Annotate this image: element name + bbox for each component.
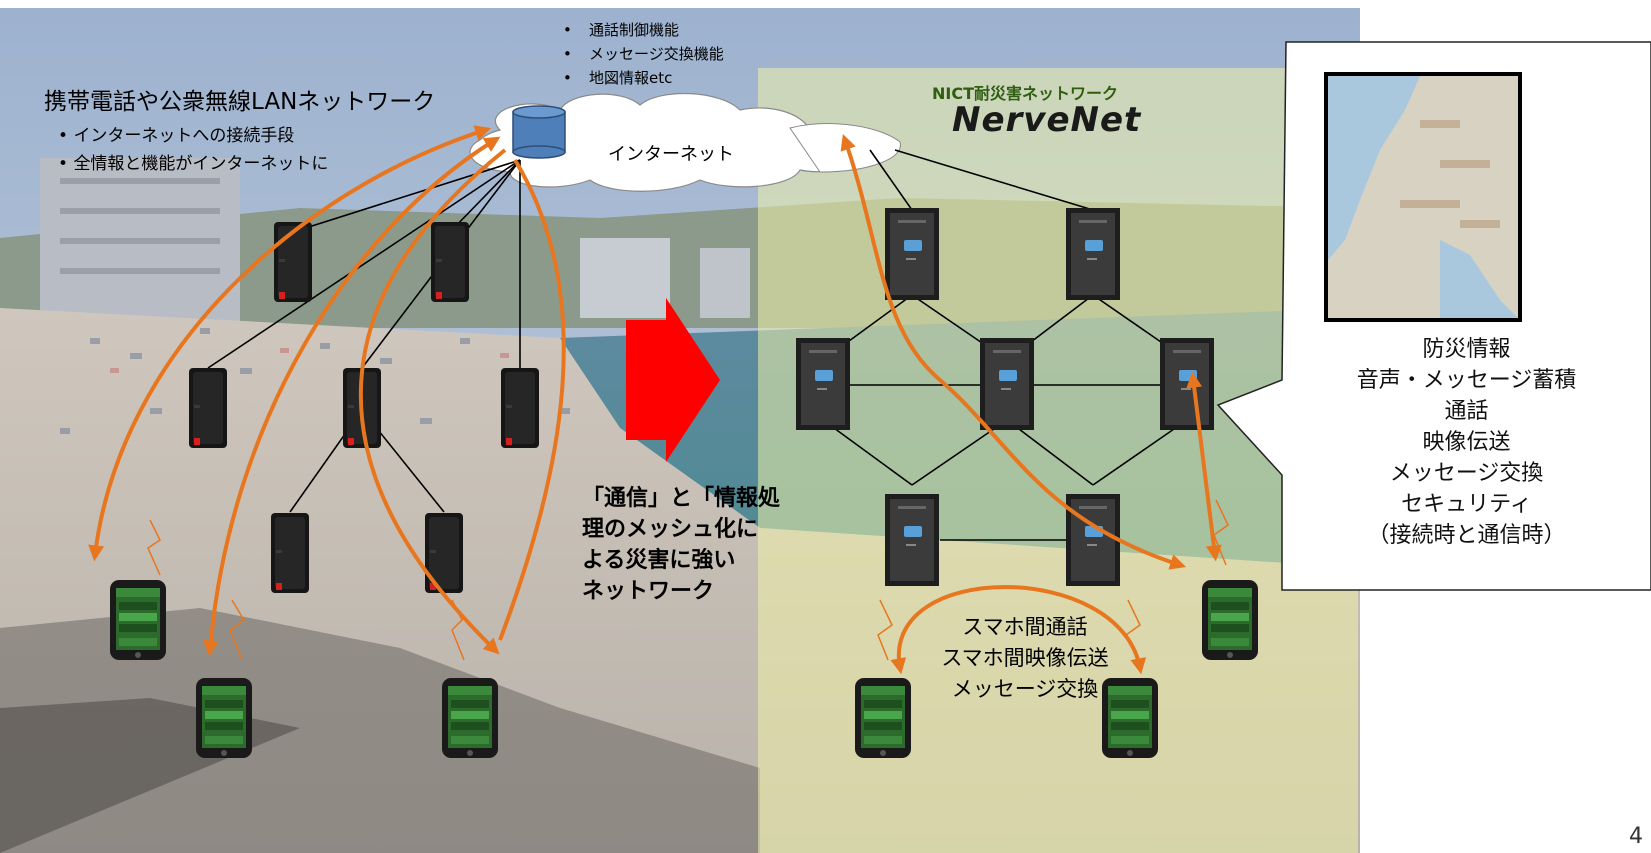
router-icon: [431, 222, 469, 302]
cloud-label: インターネット: [608, 144, 734, 165]
top-bullet-item: •通話制御機能: [563, 21, 680, 39]
smartphone-icon: [442, 678, 498, 758]
router-icon: [501, 368, 539, 448]
callout-item: 防災情報: [1422, 337, 1511, 362]
left-network-title: 携帯電話や公衆無線LANネットワーク: [44, 89, 436, 115]
callout-list: 防災情報 音声・メッセージ蓄積 通話 映像伝送 メッセージ交換 セキュリティ （…: [1282, 334, 1651, 551]
nervenet-node-icon: [980, 338, 1034, 430]
left-network-bullets: • インターネットへの接続手段 • 全情報と機能がインターネットに: [58, 122, 328, 178]
router-icon: [189, 368, 227, 448]
top-bullet-item: •地図情報etc: [563, 69, 673, 87]
callout-item: （接続時と通信時）: [1367, 523, 1566, 548]
transition-arrow-icon: [626, 298, 720, 462]
center-caption-line: ネットワーク: [582, 579, 715, 604]
smartphone-icon: [110, 580, 166, 660]
smartphone-function-item: スマホ間映像伝送: [941, 646, 1109, 670]
smartphone-function-item: スマホ間通話: [962, 615, 1088, 639]
nervenet-logo: NerveNet: [952, 100, 1142, 140]
callout-item: セキュリティ: [1401, 492, 1532, 517]
center-caption: 「通信」と「情報処 理のメッシュ化に よる災害に強い ネットワーク: [582, 483, 780, 607]
nervenet-node-icon: [1066, 208, 1120, 300]
nervenet-node-icon: [1066, 494, 1120, 586]
nervenet-node-icon: [796, 338, 850, 430]
smartphone-icon: [196, 678, 252, 758]
callout-item: 音声・メッセージ蓄積: [1356, 368, 1577, 393]
center-caption-line: 「通信」と「情報処: [582, 486, 781, 511]
smartphone-icon: [1202, 580, 1258, 660]
smartphone-functions: スマホ間通話 スマホ間映像伝送 メッセージ交換: [900, 612, 1150, 705]
center-caption-line: 理のメッシュ化に: [582, 517, 759, 542]
top-bullet-list: •通話制御機能 •メッセージ交換機能 •地図情報etc: [563, 18, 724, 90]
left-bullet-item: • インターネットへの接続手段: [58, 126, 295, 146]
nervenet-node-icon: [1160, 338, 1214, 430]
smartphone-function-item: メッセージ交換: [951, 677, 1099, 701]
page-number: 4: [1629, 824, 1643, 849]
callout-item: 通話: [1444, 399, 1489, 424]
left-bullet-item: • 全情報と機能がインターネットに: [58, 154, 329, 174]
database-icon: [512, 105, 566, 159]
map-image: [1324, 72, 1522, 322]
nervenet-node-icon: [885, 208, 939, 300]
top-bullet-item: •メッセージ交換機能: [563, 45, 724, 63]
nict-subtitle: NICT耐災害ネットワーク: [932, 84, 1119, 103]
callout-item: メッセージ交換: [1389, 461, 1544, 486]
nervenet-node-icon: [885, 494, 939, 586]
router-icon: [271, 513, 309, 593]
callout-item: 映像伝送: [1422, 430, 1511, 455]
center-caption-line: よる災害に強い: [582, 548, 736, 573]
